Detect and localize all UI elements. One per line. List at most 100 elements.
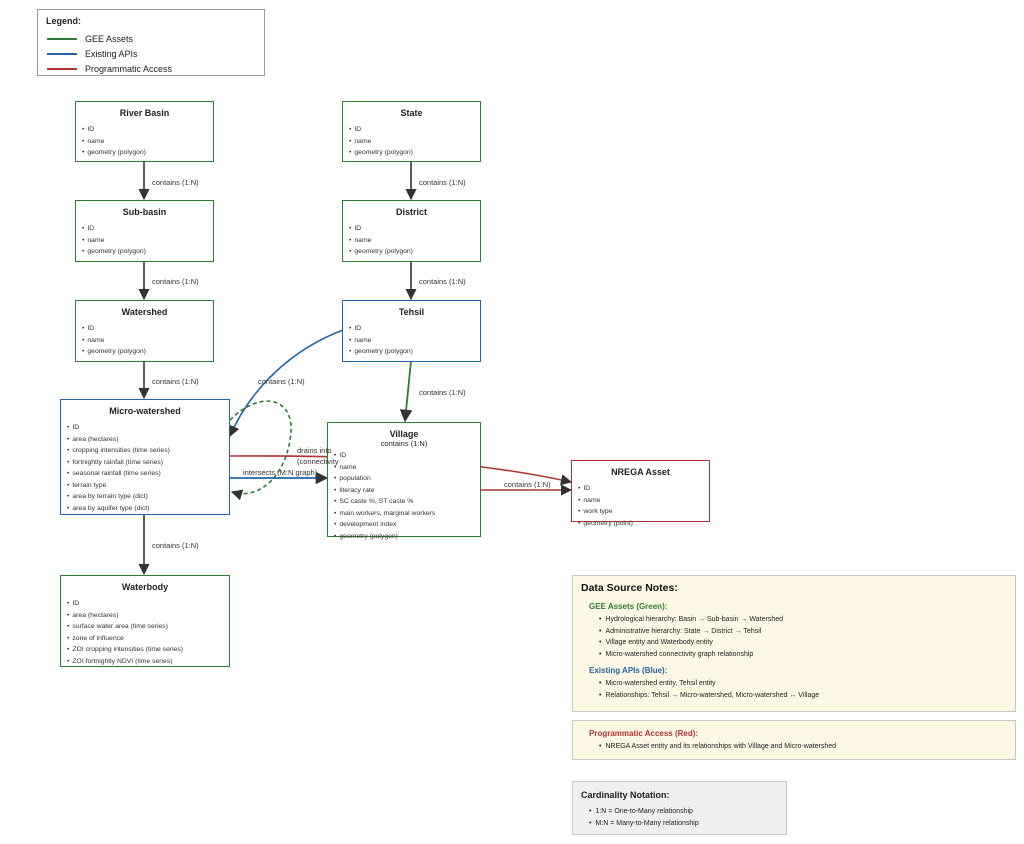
- entity-title: State: [400, 108, 423, 118]
- list-item: Micro-watershed entity, Tehsil entity: [599, 678, 1007, 690]
- list-item: Micro-watershed connectivity graph relat…: [599, 649, 1007, 661]
- list-item: geometry (polygon): [82, 147, 207, 159]
- list-item: area by aquifer type (dict): [67, 503, 223, 515]
- legend-item-programmatic: Programmatic Access: [46, 61, 256, 76]
- entity-sub-basin: Sub-basin IDnamegeometry (polygon): [75, 200, 214, 262]
- list-item: name: [349, 235, 474, 247]
- entity-fields: IDnamegeometry (polygon): [349, 124, 474, 159]
- entity-fields: IDnamework typegeometry (point): [578, 483, 703, 529]
- legend: Legend: GEE Assets Existing APIs Program…: [37, 9, 265, 76]
- list-item: ID: [67, 598, 223, 610]
- list-item: ID: [578, 483, 703, 495]
- list-item: ID: [349, 223, 474, 235]
- notes-programmatic-heading: Programmatic Access (Red):: [589, 729, 699, 738]
- list-item: literacy rate: [334, 485, 474, 497]
- entity-fields: IDarea (hectares)cropping intensities (t…: [67, 422, 223, 514]
- list-item: M:N = Many-to-Many relationship: [589, 818, 778, 830]
- legend-label: Programmatic Access: [85, 63, 173, 74]
- cardinality-notation: Cardinality Notation: 1:N = One-to-Many …: [572, 781, 787, 835]
- entity-title: Waterbody: [121, 582, 169, 592]
- legend-label: GEE Assets: [85, 33, 134, 44]
- list-item: work type: [578, 506, 703, 518]
- legend-swatch-programmatic: [47, 67, 77, 70]
- list-item: main workers, marginal workers: [334, 508, 474, 520]
- list-item: SC caste %, ST caste %: [334, 496, 474, 508]
- list-item: geometry (polygon): [349, 346, 474, 358]
- list-item: fortnightly rainfall (time series): [67, 457, 223, 469]
- list-item: ID: [82, 223, 207, 235]
- list-item: area (hectares): [67, 434, 223, 446]
- edge-microwatershed-self-loop: [229, 400, 292, 501]
- notes-title: Data Source Notes:: [581, 582, 678, 594]
- list-item: population: [334, 473, 474, 485]
- list-item: geometry (polygon): [334, 531, 474, 543]
- edge-label-subbasin-watershed: contains (1:N): [152, 277, 199, 286]
- legend-title: Legend:: [46, 16, 81, 26]
- data-source-notes: Data Source Notes: GEE Assets (Green): H…: [572, 575, 1016, 712]
- entity-title: Village: [389, 429, 419, 439]
- list-item: ZOI fortnightly NDVI (time series): [67, 656, 223, 668]
- edge-label-connectivity: (connectivity: [297, 457, 339, 466]
- edge-label-drains-into: drains into: [297, 446, 332, 455]
- list-item: NREGA Asset entity and its relationships…: [599, 741, 1007, 753]
- entity-title: Sub-basin: [122, 207, 167, 217]
- entity-state: State IDnamegeometry (polygon): [342, 101, 481, 162]
- edge-label-watershed-microwatershed: contains (1:N): [152, 377, 199, 386]
- legend-item-gee: GEE Assets: [46, 31, 256, 46]
- list-item: Hydrological hierarchy: Basin → Sub-basi…: [599, 614, 1007, 626]
- list-item: ID: [349, 323, 474, 335]
- list-item: name: [82, 335, 207, 347]
- list-item: geometry (polygon): [349, 246, 474, 258]
- list-item: seasonal rainfall (time series): [67, 468, 223, 480]
- list-item: ID: [334, 450, 474, 462]
- list-item: Village entity and Waterbody entity: [599, 637, 1007, 649]
- list-item: development index: [334, 519, 474, 531]
- programmatic-access-note: Programmatic Access (Red): NREGA Asset e…: [572, 720, 1016, 760]
- cardinality-title: Cardinality Notation:: [581, 790, 670, 800]
- legend-swatch-api: [47, 52, 77, 55]
- entity-village: Village contains (1:N) IDnamepopulationl…: [327, 422, 481, 540]
- list-item: name: [349, 335, 474, 347]
- edge-label-village-nrega: contains (1:N): [504, 480, 551, 489]
- entity-title: District: [395, 207, 427, 217]
- list-item: Administrative hierarchy: State → Distri…: [599, 626, 1007, 638]
- notes-api-list: Micro-watershed entity, Tehsil entityRel…: [581, 678, 1007, 701]
- list-item: name: [334, 462, 474, 474]
- legend-label: Existing APIs: [85, 48, 138, 59]
- list-item: geometry (polygon): [349, 147, 474, 159]
- entity-fields: IDnamegeometry (polygon): [82, 223, 207, 258]
- entity-fields: IDnamepopulationliteracy rateSC caste %,…: [334, 450, 474, 542]
- edge-label-tehsil-microwatershed: contains (1:N): [258, 377, 305, 386]
- edge-label-state-district: contains (1:N): [419, 178, 466, 187]
- entity-title: Tehsil: [398, 307, 425, 317]
- list-item: geometry (polygon): [82, 246, 207, 258]
- list-item: ID: [67, 422, 223, 434]
- edge-label-tehsil-village: contains (1:N): [419, 388, 466, 397]
- edge-label-microwatershed-waterbody: contains (1:N): [152, 541, 199, 550]
- list-item: area by terrain type (dict): [67, 491, 223, 503]
- list-item: ID: [82, 124, 207, 136]
- entity-title: Watershed: [121, 307, 168, 317]
- list-item: area (hectares): [67, 610, 223, 622]
- edge-label-intersects: intersects (M:N graph): [243, 468, 318, 477]
- list-item: name: [82, 136, 207, 148]
- list-item: terrain type: [67, 480, 223, 492]
- list-item: ID: [349, 124, 474, 136]
- entity-fields: IDarea (hectares)surface water area (tim…: [67, 598, 223, 667]
- edge-label-basin-subbasin: contains (1:N): [152, 178, 199, 187]
- entity-district: District IDnamegeometry (polygon): [342, 200, 481, 262]
- legend-item-api: Existing APIs: [46, 46, 256, 61]
- list-item: cropping intensities (time series): [67, 445, 223, 457]
- list-item: name: [349, 136, 474, 148]
- notes-gee-heading: GEE Assets (Green):: [589, 602, 668, 611]
- entity-nrega-asset: NREGA Asset IDnamework typegeometry (poi…: [571, 460, 710, 527]
- list-item: name: [578, 495, 703, 507]
- list-item: surface water area (time series): [67, 621, 223, 633]
- entity-title: Micro-watershed: [109, 406, 181, 416]
- entity-micro-watershed: Micro-watershed IDarea (hectares)croppin…: [60, 399, 230, 515]
- entity-watershed: Watershed IDnamegeometry (polygon): [75, 300, 214, 362]
- entity-fields: IDnamegeometry (polygon): [349, 323, 474, 358]
- edge-label-district-tehsil: contains (1:N): [419, 277, 466, 286]
- entity-tehsil: Tehsil IDnamegeometry (polygon): [342, 300, 481, 362]
- entity-fields: IDnamegeometry (polygon): [82, 323, 207, 358]
